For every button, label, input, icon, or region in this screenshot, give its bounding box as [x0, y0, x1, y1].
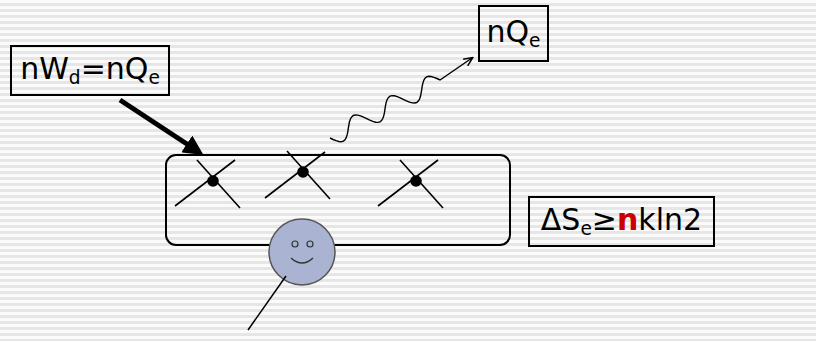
heat-box: nQe: [478, 5, 549, 62]
formula-text: nQe: [486, 14, 540, 53]
cell-dot: [208, 176, 218, 186]
face-circle: [269, 219, 335, 285]
bit-cells: [175, 151, 443, 208]
stick: [248, 276, 286, 330]
cell-dot: [411, 176, 421, 186]
system-box: [166, 155, 510, 245]
heat-wave-arrow: [330, 58, 472, 142]
eye: [292, 241, 298, 247]
cell-line: [175, 160, 235, 206]
entropy-box: ΔSe≥nkln2: [528, 196, 715, 247]
cell-line: [400, 160, 443, 208]
cell-dot: [298, 167, 308, 177]
formula-text: ΔSe≥nkln2: [541, 202, 702, 241]
work-box: nWd=nQe: [10, 45, 170, 96]
work-arrow: [120, 100, 196, 150]
cell-line: [197, 160, 240, 208]
formula-text: nWd=nQe: [20, 51, 160, 90]
eye: [307, 241, 313, 247]
smile: [291, 258, 313, 263]
cell-line: [287, 151, 330, 199]
demon-face: [248, 219, 335, 330]
cell-line: [378, 160, 438, 206]
